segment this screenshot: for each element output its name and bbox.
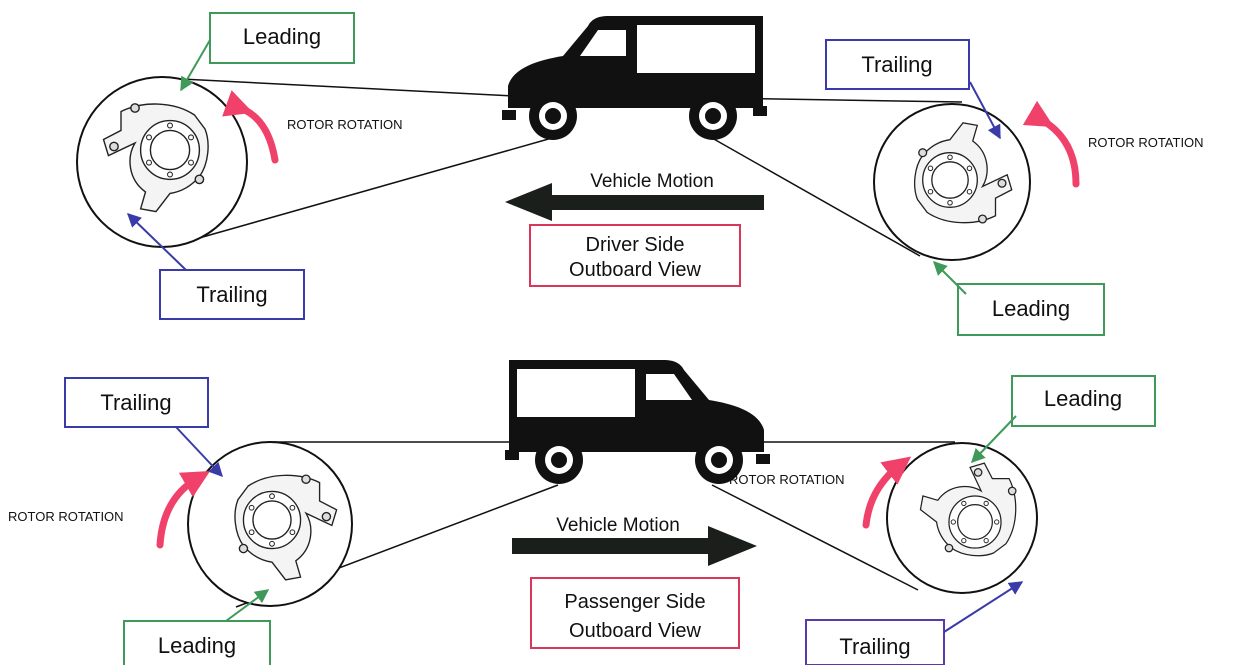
connector-line (161, 77, 553, 99)
rotation-arrow-icon (1022, 100, 1080, 188)
leading-pointer (225, 589, 270, 622)
truck-icon (504, 359, 771, 485)
view-title-line1: Driver Side (586, 234, 685, 256)
connector-line (711, 484, 919, 591)
leading-pointer (971, 415, 1017, 464)
leading-label: Leading (992, 296, 1070, 321)
vehicle-motion-label: Vehicle Motion (590, 171, 714, 192)
view-title-line2: Outboard View (569, 259, 701, 281)
trailing-pointer (943, 581, 1024, 633)
leading-label: Leading (243, 24, 321, 49)
motion-arrow-icon (512, 526, 757, 566)
trailing-label-box (159, 269, 305, 320)
leading-label-box (123, 620, 271, 665)
leading-label: Leading (158, 633, 236, 658)
rotor-rotation-label: ROTOR ROTATION (8, 509, 124, 524)
rotor-rotation-label: ROTOR ROTATION (1088, 135, 1204, 150)
passenger-side-section: ROTOR ROTATION Trailing Leading ROTOR RO… (8, 359, 1156, 665)
view-title-line2: Outboard View (569, 620, 701, 642)
leading-pointer (180, 39, 211, 92)
rotor-circle-right (886, 442, 1038, 594)
rotor-rotation-label: ROTOR ROTATION (729, 472, 845, 487)
leading-label-box (957, 283, 1105, 336)
rotor-circle-left (76, 76, 248, 248)
vehicle-motion-label: Vehicle Motion (556, 515, 680, 536)
rotor-circle-right (873, 103, 1031, 261)
trailing-label: Trailing (861, 52, 932, 77)
rotor-circle-left (187, 441, 353, 607)
trailing-pointer (969, 81, 1001, 140)
rotation-arrow-icon (156, 471, 211, 549)
trailing-label: Trailing (100, 390, 171, 415)
trailing-label-box (825, 39, 970, 90)
rotation-arrow-icon (222, 90, 279, 164)
driver-side-section: ROTOR ROTATION Leading Trailing ROTOR RO… (76, 12, 1204, 336)
connector-line (177, 137, 553, 245)
trailing-pointer (175, 426, 223, 478)
connector-line (711, 97, 963, 103)
view-title-box (530, 577, 740, 649)
rotor-rotation-label: ROTOR ROTATION (287, 117, 403, 132)
leading-label: Leading (1044, 386, 1122, 411)
truck-icon (501, 15, 768, 141)
leading-label-box (1011, 375, 1156, 427)
trailing-pointer (126, 213, 187, 271)
trailing-label-box (64, 377, 209, 428)
leading-pointer (933, 261, 967, 295)
connector-line (711, 137, 921, 257)
view-title-box (529, 224, 741, 287)
trailing-label: Trailing (196, 282, 267, 307)
leading-label-box (209, 12, 355, 64)
trailing-label: Trailing (839, 634, 910, 659)
rotation-arrow-icon (862, 456, 912, 529)
trailing-label-box (805, 619, 945, 665)
view-title-line1: Passenger Side (564, 591, 705, 613)
motion-arrow-icon (505, 183, 764, 221)
